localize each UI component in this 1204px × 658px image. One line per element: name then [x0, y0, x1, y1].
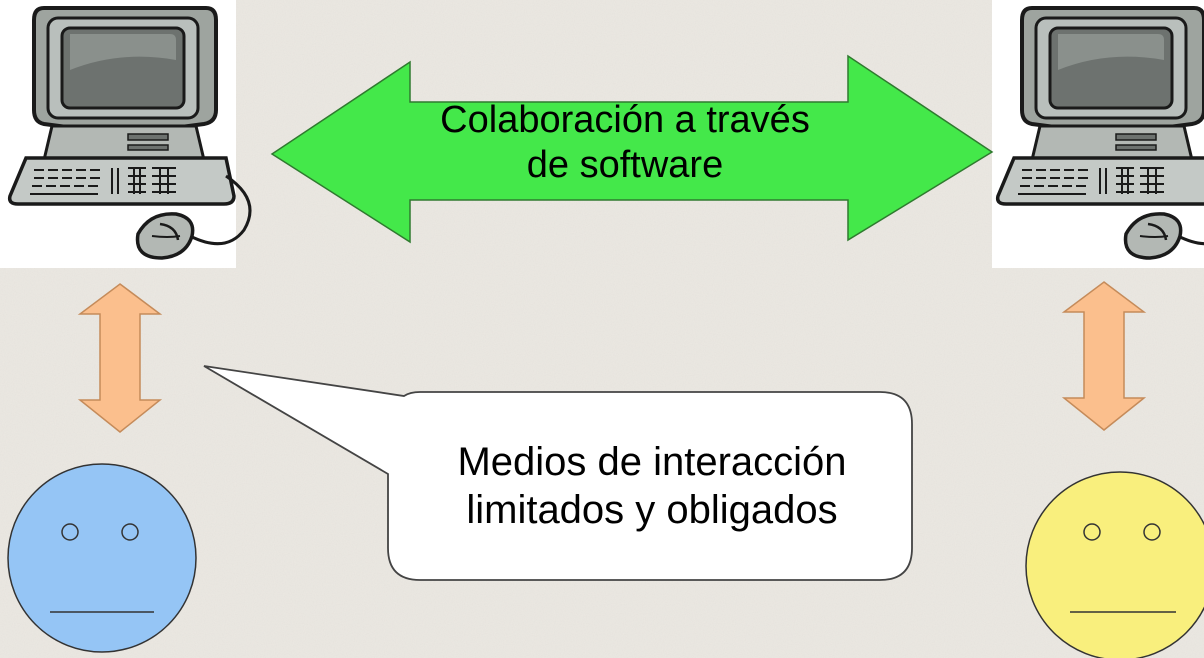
- speech-bubble-callout: [203, 365, 913, 581]
- collaboration-arrow-label: Colaboración a través de software: [388, 98, 862, 188]
- callout-label-line1: Medios de interacción: [457, 440, 847, 484]
- callout-label: Medios de interacción limitados y obliga…: [392, 438, 912, 534]
- left-user-face-icon: [7, 463, 197, 653]
- collaboration-double-arrow: [270, 54, 994, 244]
- right-user-face-icon: [1025, 471, 1204, 658]
- collaboration-arrow-label-line1: Colaboración a través: [440, 99, 810, 141]
- callout-label-line2: limitados y obligados: [466, 488, 838, 532]
- right-interaction-arrow: [1061, 281, 1147, 431]
- left-computer-icon: [0, 0, 252, 268]
- collaboration-arrow-label-line2: de software: [526, 143, 724, 186]
- left-interaction-arrow: [77, 283, 163, 433]
- right-computer-icon: [992, 0, 1204, 268]
